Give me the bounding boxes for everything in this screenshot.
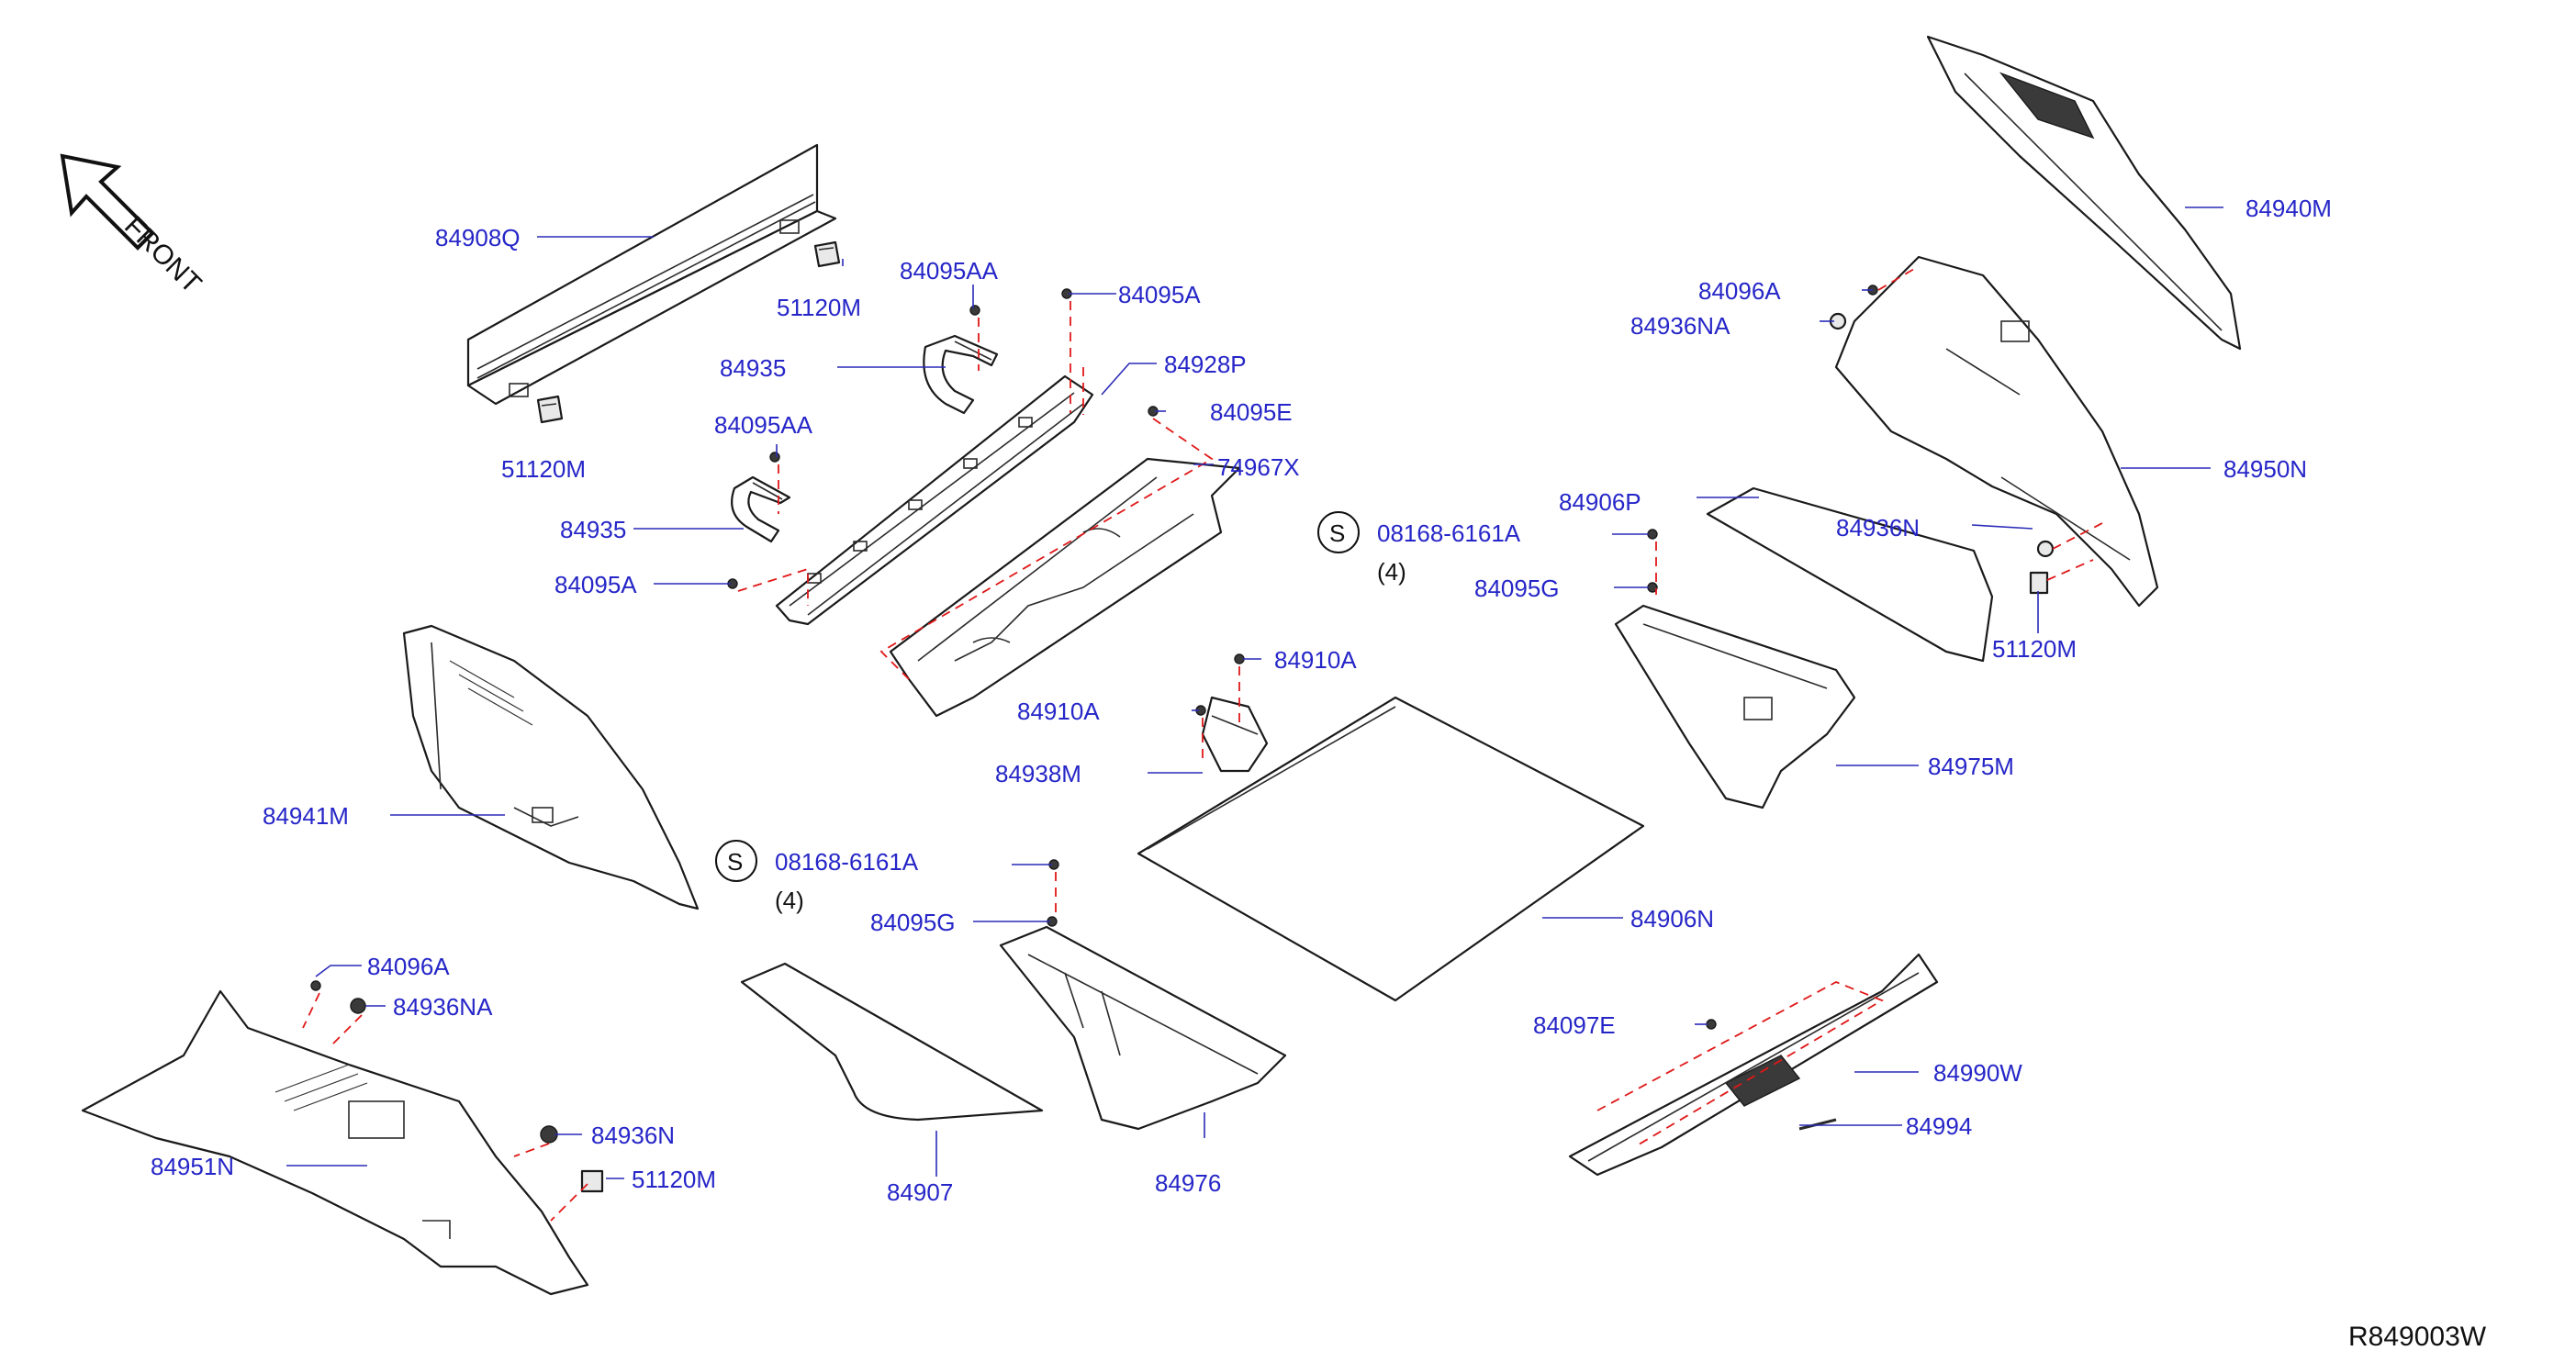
- bracket-84935-a: [923, 334, 999, 415]
- label-51120M-d: 51120M: [632, 1166, 716, 1193]
- label-84910A-a: 84910A: [1274, 646, 1357, 674]
- label-84097E: 84097E: [1533, 1011, 1616, 1039]
- s-symbol-text-a: S: [1329, 519, 1345, 547]
- fasteners: [310, 285, 2055, 1193]
- label-84095A-b: 84095A: [554, 571, 637, 598]
- label-84095AA-b: 84095AA: [714, 411, 813, 439]
- label-qty-b: (4): [775, 887, 804, 914]
- clip-51120M-a: [813, 240, 841, 268]
- label-08168-6161A-b: 08168-6161A: [775, 848, 919, 876]
- label-84950N: 84950N: [2223, 455, 2307, 483]
- bracket-84928P: [775, 374, 1094, 626]
- label-84940M: 84940M: [2246, 195, 2332, 222]
- label-84976: 84976: [1155, 1169, 1221, 1197]
- panel-74967X: [889, 457, 1241, 718]
- label-84095G-a: 84095G: [1474, 575, 1560, 602]
- s-symbol-text-b: S: [727, 848, 743, 876]
- label-84936NA-b: 84936NA: [393, 993, 493, 1021]
- part-labels: 84908Q 51120M 51120M 84095AA 84095A 8493…: [151, 195, 2332, 1206]
- label-84990W: 84990W: [1933, 1059, 2022, 1087]
- box-84976: [999, 925, 1287, 1131]
- reference-code: R849003W: [2348, 1322, 2487, 1352]
- label-qty-a: (4): [1377, 558, 1406, 586]
- bracket-84938M: [1201, 696, 1269, 773]
- label-84936N-b: 84936N: [591, 1122, 675, 1149]
- s-symbol-a: S: [1317, 511, 1360, 553]
- label-84906P: 84906P: [1559, 488, 1641, 516]
- label-84941M: 84941M: [263, 802, 349, 830]
- label-84095AA-a: 84095AA: [900, 257, 999, 285]
- label-84095G-b: 84095G: [870, 909, 956, 936]
- leader-lines: [286, 207, 2223, 1179]
- label-74967X: 74967X: [1217, 453, 1300, 481]
- trim-84941M: [402, 624, 700, 910]
- label-84095A-a: 84095A: [1118, 281, 1201, 308]
- mat-84906P: [1706, 486, 1994, 663]
- clip-51120M-b: [536, 395, 564, 424]
- trim-84950N: [1834, 255, 2159, 608]
- box-84975M: [1614, 604, 1856, 809]
- front-label: FRONT: [118, 211, 207, 299]
- label-08168-6161A-a: 08168-6161A: [1377, 519, 1521, 547]
- sill-84990W: [1568, 953, 1939, 1177]
- label-84935-a: 84935: [720, 354, 786, 382]
- label-84951N: 84951N: [151, 1153, 234, 1180]
- label-84908Q: 84908Q: [435, 224, 521, 251]
- label-84907: 84907: [887, 1178, 953, 1206]
- part-84908Q: [466, 143, 837, 406]
- mat-84906N: [1137, 696, 1645, 1002]
- label-84936NA-a: 84936NA: [1630, 312, 1730, 340]
- s-symbol-b: S: [715, 840, 757, 882]
- red-guides: [302, 265, 2103, 1222]
- label-84910A-b: 84910A: [1017, 698, 1100, 725]
- label-84928P: 84928P: [1164, 351, 1247, 378]
- trim-84940M: [1926, 35, 2242, 351]
- bracket-84935-b: [731, 475, 791, 543]
- wire-84994: [1798, 1118, 1837, 1131]
- label-51120M-a: 51120M: [777, 294, 861, 321]
- mat-84907: [740, 962, 1044, 1122]
- label-84906N: 84906N: [1630, 905, 1714, 932]
- label-84095E: 84095E: [1210, 398, 1293, 426]
- label-84994: 84994: [1906, 1112, 1972, 1140]
- front-arrow-icon: [60, 153, 155, 251]
- label-51120M-b: 51120M: [501, 455, 586, 483]
- label-84936N-a: 84936N: [1836, 514, 1920, 541]
- label-84096A-b: 84096A: [367, 953, 450, 980]
- label-84935-b: 84935: [560, 516, 626, 543]
- label-51120M-c: 51120M: [1992, 635, 2077, 663]
- label-84938M: 84938M: [995, 760, 1081, 787]
- trim-84951N: [81, 989, 589, 1296]
- label-84975M: 84975M: [1928, 753, 2014, 780]
- label-84096A-a: 84096A: [1698, 277, 1781, 305]
